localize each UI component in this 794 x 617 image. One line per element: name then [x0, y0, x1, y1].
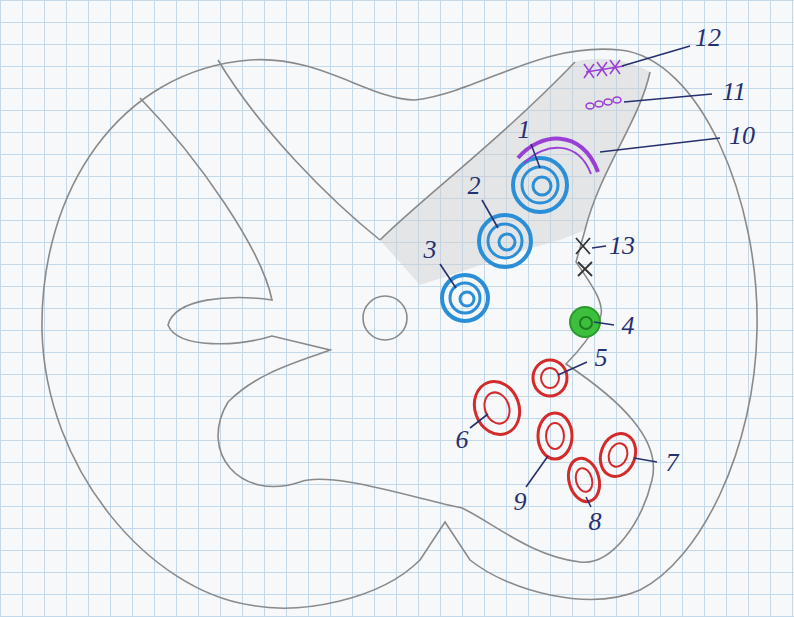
leader-line — [526, 456, 548, 487]
leader-line — [440, 264, 456, 288]
dot — [604, 99, 612, 105]
callout-number: 1 — [518, 117, 531, 143]
leader-line — [634, 458, 657, 462]
callout-number: 8 — [589, 509, 602, 535]
tract — [488, 224, 522, 258]
leader-line — [470, 414, 488, 428]
leader-line — [586, 497, 591, 507]
tract — [460, 292, 474, 306]
callout-number: 9 — [514, 489, 527, 515]
grey-matter-outline — [140, 60, 653, 562]
callout-number: 12 — [695, 25, 721, 51]
blue-tracts — [442, 158, 567, 321]
callout-number: 7 — [666, 450, 679, 476]
leader-line — [531, 144, 540, 168]
red-nuclei — [467, 360, 641, 505]
nucleus — [564, 455, 604, 505]
horn-shading — [380, 59, 650, 285]
callout-number: 6 — [456, 427, 469, 453]
central-canal — [363, 296, 407, 340]
purple-crosses — [584, 60, 624, 78]
dot — [613, 97, 621, 103]
nucleus — [573, 466, 595, 493]
nucleus — [538, 413, 572, 459]
tract — [522, 167, 558, 203]
leader-line — [622, 46, 690, 66]
black-crosses — [576, 238, 592, 276]
callout-number: 10 — [729, 123, 755, 149]
leader-line — [558, 362, 587, 375]
callout-number: 5 — [595, 345, 608, 371]
leader-line — [600, 138, 720, 152]
callout-number: 2 — [468, 173, 481, 199]
leader-line — [594, 322, 614, 325]
nucleus — [546, 423, 564, 449]
leader-line — [624, 94, 712, 102]
tract — [499, 234, 515, 250]
tract — [479, 215, 531, 267]
dot — [595, 101, 603, 107]
callout-number: 13 — [609, 233, 635, 259]
tract — [450, 283, 480, 313]
leader-line — [482, 200, 498, 228]
callout-number: 11 — [722, 79, 746, 105]
nucleus — [605, 441, 630, 470]
leader-line — [592, 246, 606, 248]
cord-outline — [42, 49, 757, 608]
nucleus — [467, 375, 527, 441]
callout-number: 3 — [424, 237, 437, 263]
dot — [586, 103, 594, 109]
tract — [442, 275, 488, 321]
nucleus — [595, 429, 642, 482]
leader-lines — [440, 46, 720, 507]
callout-number: 4 — [622, 313, 635, 339]
purple-dots — [586, 97, 621, 109]
tract — [533, 177, 551, 195]
nucleus — [480, 389, 513, 427]
nucleus — [533, 360, 567, 396]
green-tract — [580, 317, 592, 329]
purple-arc — [518, 139, 598, 172]
nucleus — [541, 368, 559, 388]
